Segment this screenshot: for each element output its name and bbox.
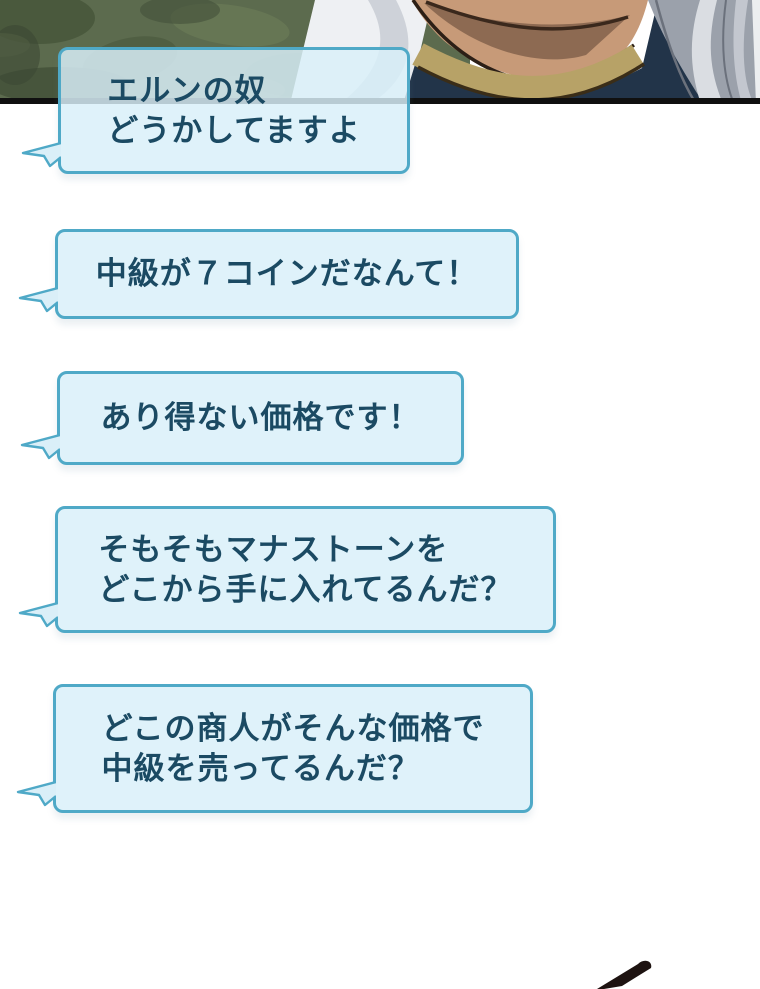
speech-bubble-tail	[21, 142, 61, 168]
speech-bubble-text-line: どうかしてますよ	[107, 112, 361, 148]
speech-bubble: あり得ない価格です！	[57, 371, 464, 465]
speech-bubble: 中級が７コインだなんて！	[55, 229, 519, 319]
speech-bubble-text-line: あり得ない価格です！	[100, 400, 421, 435]
speech-bubble-tail	[18, 602, 58, 628]
speech-bubble-tail	[20, 434, 60, 460]
speech-bubble-tail	[16, 781, 56, 807]
speech-bubble-text-line: そもそもマナストーンを	[98, 531, 449, 567]
speech-bubble-tail	[18, 287, 58, 313]
speech-bubble-text-line: エルンの奴	[107, 72, 267, 108]
speech-bubble-text-line: どこの商人がそんな価格で	[101, 710, 485, 746]
stick-object	[597, 960, 652, 989]
speech-bubble-text-line: どこから手に入れてるんだ？	[98, 571, 513, 607]
speech-bubble: エルンの奴 どうかしてますよ	[58, 47, 410, 174]
speech-bubble: どこの商人がそんな価格で 中級を売ってるんだ？	[53, 684, 533, 813]
speech-bubble-text-line: 中級を売ってるんだ？	[101, 750, 420, 786]
speech-bubble: そもそもマナストーンを どこから手に入れてるんだ？	[55, 506, 556, 633]
speech-bubble-text-line: 中級が７コインだなんて！	[95, 256, 479, 291]
